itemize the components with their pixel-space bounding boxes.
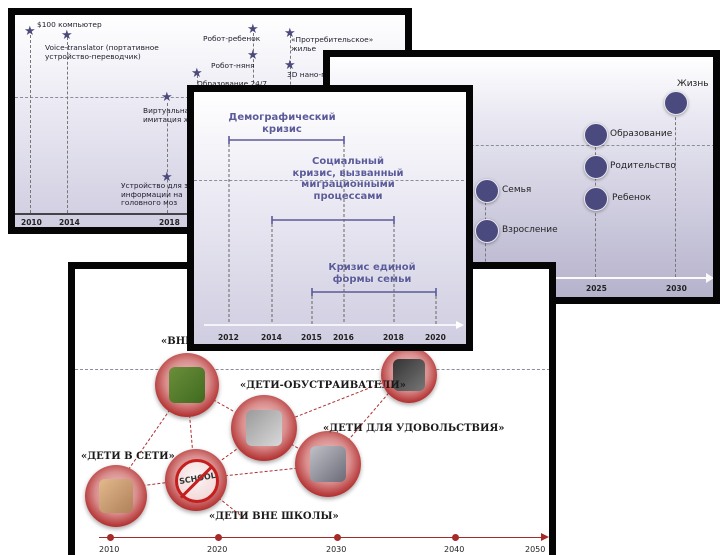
title-family-crisis: Кризис единой формы семьи bbox=[328, 262, 416, 285]
horizontal-gridline bbox=[75, 369, 549, 370]
gears-photo bbox=[245, 409, 283, 447]
no-school-icon: SCHOOL bbox=[175, 459, 219, 503]
star-icon: ★ bbox=[247, 22, 259, 37]
photo bbox=[393, 359, 425, 391]
year-label: 2010 bbox=[99, 545, 120, 554]
label-v-seti: «ДЕТИ В СЕТИ» bbox=[81, 451, 175, 462]
star-icon: ★ bbox=[24, 24, 36, 39]
ball-top-right bbox=[381, 347, 437, 403]
ball-udovolstviya bbox=[295, 431, 361, 497]
label-pc: $100 компьютер bbox=[37, 20, 102, 29]
label-voice: Voice-translator (портативное устройство… bbox=[45, 43, 159, 61]
star-icon: ★ bbox=[191, 66, 203, 81]
parenthood-circle bbox=[584, 155, 608, 179]
child-laptop-photo bbox=[98, 478, 134, 514]
year-label: 2018 bbox=[383, 333, 404, 342]
laptop-photo bbox=[169, 367, 205, 403]
title-social-crisis: Социальный кризис, вызванный миграционны… bbox=[292, 156, 404, 202]
star-icon: ★ bbox=[247, 48, 259, 63]
year-label: 2050 bbox=[525, 545, 546, 554]
family-circle bbox=[475, 179, 499, 203]
year-label: 2014 bbox=[261, 333, 282, 342]
timeline-dot bbox=[452, 534, 459, 541]
label-education: Образование bbox=[610, 129, 673, 139]
label-brain-device: Устройство для за информации на головног… bbox=[121, 181, 193, 208]
year-label: 2016 bbox=[333, 333, 354, 342]
label-consumer-housing: «Протребительское» жилье bbox=[291, 35, 374, 53]
ball-vne-shkoly: SCHOOL bbox=[165, 449, 227, 511]
child-circle bbox=[584, 187, 608, 211]
timeline-dot bbox=[334, 534, 341, 541]
year-label: 2020 bbox=[207, 545, 228, 554]
year-label: 2014 bbox=[59, 218, 80, 227]
slide-crisis-timeline: Демографический кризис Социальный кризис… bbox=[187, 85, 473, 351]
crisis-bars bbox=[204, 136, 464, 329]
timeline-axis-arrow bbox=[470, 277, 708, 279]
timeline-axis bbox=[99, 537, 543, 538]
year-label: 2040 bbox=[444, 545, 465, 554]
label-udovolstviya: «ДЕТИ ДЛЯ УДОВОЛЬСТВИЯ» bbox=[323, 423, 505, 434]
year-label: 2030 bbox=[326, 545, 347, 554]
year-label: 2018 bbox=[159, 218, 180, 227]
year-label: 2012 bbox=[218, 333, 239, 342]
arrow-head-icon bbox=[706, 273, 713, 283]
toy-car-photo bbox=[309, 445, 347, 483]
ball-obustraivateli bbox=[231, 395, 297, 461]
timeline-dashline bbox=[675, 112, 676, 277]
horizontal-gridline bbox=[194, 180, 466, 181]
education-circle bbox=[584, 123, 608, 147]
star-icon: ★ bbox=[161, 90, 173, 105]
label-obustraivateli: «ДЕТИ-ОБУСТРАИВАТЕЛИ» bbox=[240, 380, 406, 391]
timeline-dot bbox=[107, 534, 114, 541]
timeline-dashline bbox=[167, 103, 168, 213]
ball-v-seti bbox=[85, 465, 147, 527]
life-circle bbox=[664, 91, 688, 115]
star-icon: ★ bbox=[61, 28, 73, 43]
year-label: 2015 bbox=[301, 333, 322, 342]
year-label: 2025 bbox=[586, 284, 607, 293]
timeline-dashline bbox=[290, 35, 291, 95]
label-3d-nano: 3D нано-пр bbox=[287, 70, 331, 79]
label-virtual-imitation: Виртуальная имитация жи bbox=[143, 106, 196, 124]
ball-vne bbox=[155, 353, 219, 417]
label-robot-nanny: Робот-няня bbox=[211, 61, 255, 70]
timeline-dashline bbox=[67, 37, 68, 213]
label-family: Семья bbox=[502, 185, 532, 195]
star-icon: ★ bbox=[161, 170, 173, 185]
title-demographic-crisis: Демографический кризис bbox=[228, 112, 336, 135]
year-label: 2020 bbox=[425, 333, 446, 342]
label-vne-shkoly: «ДЕТИ ВНЕ ШКОЛЫ» bbox=[209, 511, 339, 522]
star-icon: ★ bbox=[284, 58, 296, 73]
timeline-dashline bbox=[253, 33, 254, 83]
timeline-dashline bbox=[30, 35, 31, 213]
adult-circle bbox=[475, 219, 499, 243]
label-vne: «ВНЕ bbox=[161, 336, 193, 347]
star-icon: ★ bbox=[284, 26, 296, 41]
label-education-247: Образование 24/7 bbox=[197, 79, 268, 88]
label-life: Жизнь bbox=[677, 79, 709, 89]
arrow-head-icon bbox=[541, 533, 549, 541]
year-label: 2030 bbox=[666, 284, 687, 293]
horizontal-gridline bbox=[330, 145, 713, 146]
year-label: 2010 bbox=[21, 218, 42, 227]
label-child: Ребенок bbox=[612, 193, 651, 203]
label-parenthood: Родительство bbox=[610, 161, 676, 171]
timeline-dot bbox=[215, 534, 222, 541]
label-robot-child: Робот-ребенок bbox=[203, 34, 261, 43]
label-adulthood: Взросление bbox=[502, 225, 558, 235]
